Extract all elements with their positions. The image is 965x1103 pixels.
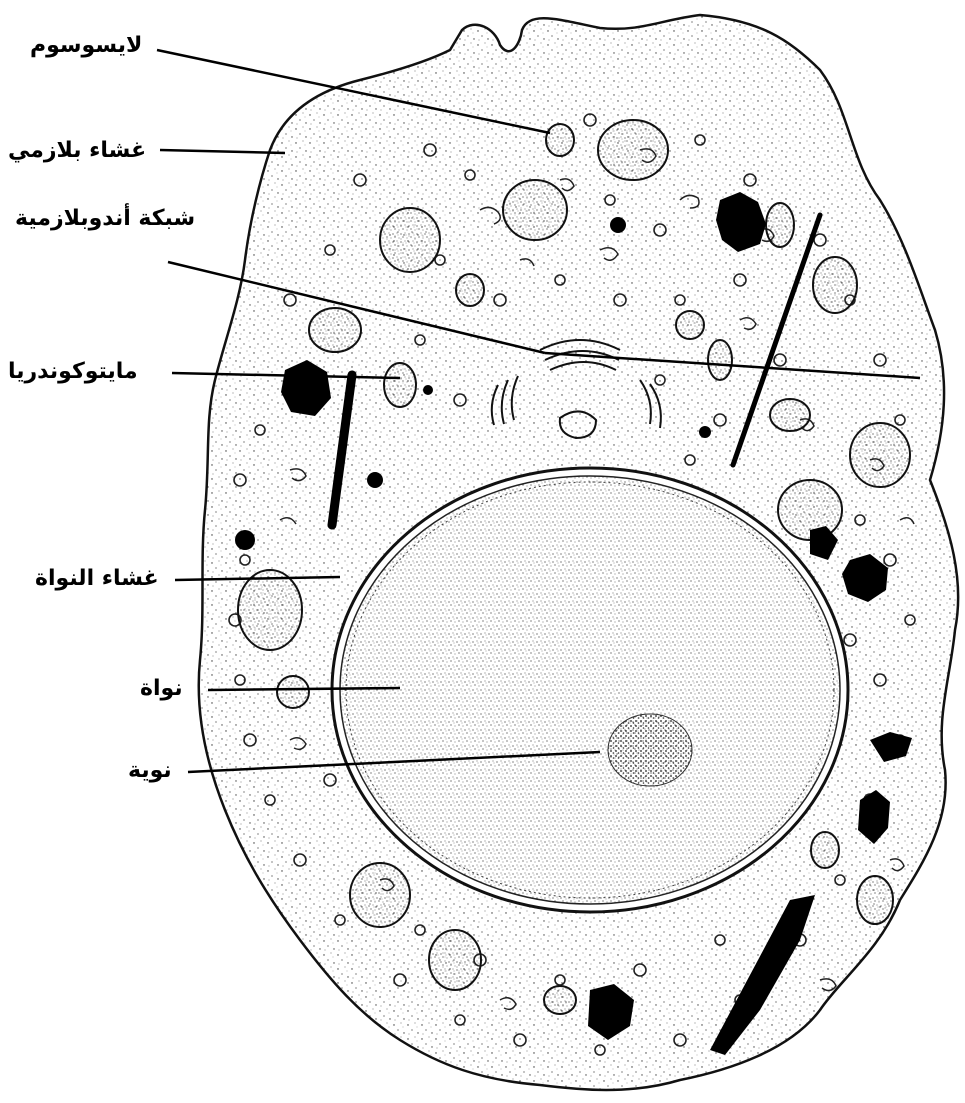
label-lysosome: لايسوسوم bbox=[30, 35, 142, 57]
label-nuclear-membrane: غشاء النواة bbox=[35, 568, 159, 590]
label-plasma-membrane: غشاء بلازمي bbox=[8, 140, 146, 162]
label-nucleus: نواة bbox=[140, 678, 183, 700]
label-endoplasmic-reticulum: شبكة أندوبلازمية bbox=[15, 208, 195, 230]
label-mitochondria: مايتوكوندريا bbox=[8, 361, 138, 383]
nucleus bbox=[332, 468, 848, 912]
label-nucleolus: نوية bbox=[128, 760, 172, 782]
nucleolus bbox=[608, 714, 692, 786]
